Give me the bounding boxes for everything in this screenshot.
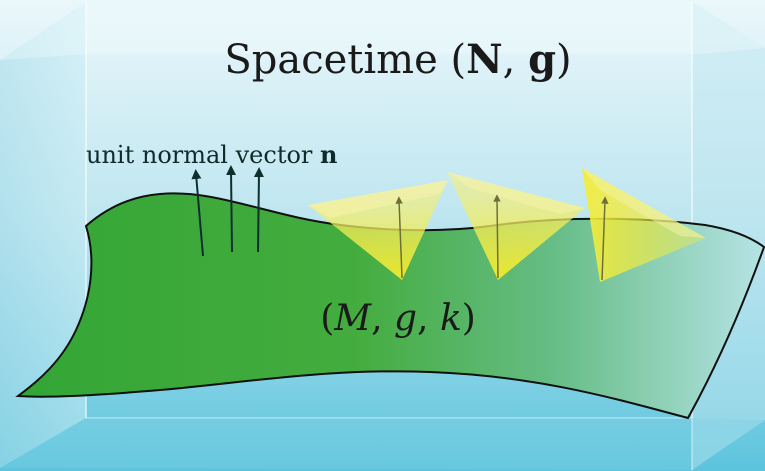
light-cones xyxy=(308,168,706,282)
light-cone-3-top xyxy=(582,168,706,238)
box-left-side xyxy=(0,2,86,468)
normal-vector-label: unit normal vector n xyxy=(86,140,337,169)
manifold-comma-1: , xyxy=(371,298,394,339)
light-cone-2 xyxy=(447,172,585,280)
light-cone-1-top xyxy=(308,180,448,218)
box-top-face xyxy=(0,2,765,60)
diagram-title: Spacetime (N, g) xyxy=(224,36,571,83)
light-cone-3 xyxy=(582,168,706,282)
hypersurface xyxy=(15,192,765,420)
normal-arrow-1 xyxy=(191,169,204,257)
title-comma: , xyxy=(503,37,528,83)
normal-arrow-3 xyxy=(253,167,264,253)
manifold-open-paren: ( xyxy=(320,298,334,339)
manifold-comma-2: , xyxy=(417,298,440,339)
normal-label-symbol: n xyxy=(320,140,337,169)
title-open-paren: ( xyxy=(450,37,466,83)
title-symbol-g: g xyxy=(528,36,556,83)
manifold-close-paren: ) xyxy=(462,298,476,339)
title-symbol-N: N xyxy=(466,36,503,83)
manifold-label: (M, g, k) xyxy=(320,298,476,339)
normal-label-text: unit normal vector xyxy=(86,141,313,169)
light-cone-3-axis xyxy=(601,196,609,281)
normal-arrows xyxy=(191,165,264,257)
title-prefix: Spacetime xyxy=(224,37,437,83)
box-bottom-face xyxy=(0,418,765,470)
light-cone-2-top xyxy=(447,172,585,214)
manifold-symbol-g: g xyxy=(394,298,417,339)
normal-arrow-2 xyxy=(226,165,237,253)
manifold-symbol-k: k xyxy=(440,298,462,339)
light-cone-2-axis xyxy=(493,194,501,279)
light-cone-1-axis xyxy=(395,196,403,279)
manifold-symbol-M: M xyxy=(333,298,372,339)
light-cone-1 xyxy=(308,180,448,280)
title-close-paren: ) xyxy=(556,37,572,83)
